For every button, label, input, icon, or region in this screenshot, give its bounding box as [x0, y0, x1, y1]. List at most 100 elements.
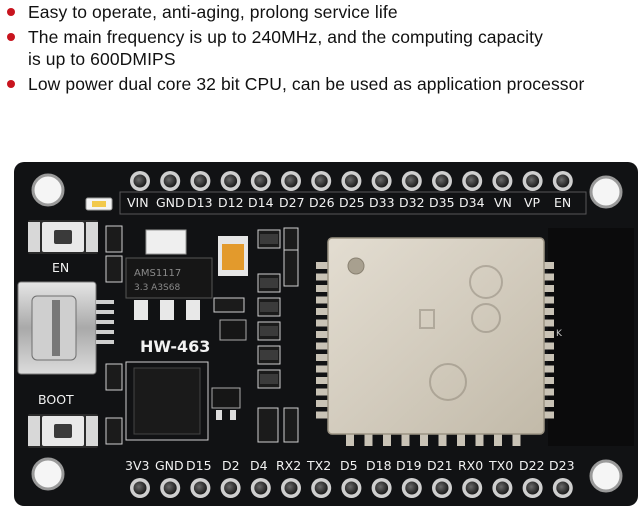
smd-resistor — [213, 297, 245, 313]
module-pad — [316, 342, 328, 350]
pin-label-d12: D12 — [218, 195, 244, 210]
pin-label-3v3: 3V3 — [125, 458, 149, 473]
smd-resistor — [257, 369, 281, 389]
header-pin — [552, 171, 573, 191]
header-pin — [522, 478, 543, 498]
pin-label-d2: D2 — [222, 458, 240, 473]
module-pad — [316, 377, 328, 384]
module-pad — [316, 296, 328, 304]
smd-resistor-column — [213, 227, 299, 443]
antenna-area — [548, 228, 634, 446]
module-castellated-pads — [316, 262, 554, 446]
header-pin — [371, 478, 392, 498]
pin-label-d27: D27 — [279, 195, 305, 210]
pin-label-d18: D18 — [366, 458, 392, 473]
module-pad — [438, 434, 447, 446]
module-pad — [316, 365, 328, 373]
bullet-dot — [7, 33, 15, 41]
en-label: EN — [52, 260, 69, 275]
power-led-lens — [92, 201, 106, 207]
header-pin — [401, 478, 422, 498]
module-pad — [544, 411, 554, 419]
header-pin — [190, 171, 211, 191]
smd-capacitor — [283, 407, 299, 443]
module-pad — [544, 285, 554, 292]
pin-label-d35: D35 — [429, 195, 455, 210]
header-pin — [522, 171, 543, 191]
module-pad — [401, 434, 410, 446]
module-pad — [316, 388, 328, 396]
header-pin — [432, 171, 452, 191]
feature-3: Low power dual core 32 bit CPU, can be u… — [28, 74, 585, 94]
header-pin — [220, 171, 241, 191]
header-pin — [341, 478, 362, 498]
header-pin — [190, 478, 211, 498]
header-pin — [311, 478, 332, 498]
header-pin — [552, 478, 573, 498]
module-pad — [383, 434, 391, 446]
pin-label-d21: D21 — [427, 458, 453, 473]
pin-label-en-top: EN — [554, 195, 571, 210]
module-pad — [316, 308, 328, 315]
module-pad — [420, 434, 428, 446]
smd-resistor — [257, 229, 281, 249]
pin-label-gnd-bottom: GND — [155, 458, 184, 473]
pin-label-tx0: TX0 — [488, 458, 513, 473]
pin-label-d4: D4 — [250, 458, 268, 473]
header-pin — [401, 171, 422, 191]
en-button — [28, 220, 98, 254]
header-pin — [341, 171, 362, 191]
module-pad — [544, 262, 554, 269]
pin-label-d32: D32 — [399, 195, 425, 210]
module-pad — [544, 296, 554, 304]
module-pad — [494, 434, 502, 446]
pin-label-vin: VIN — [127, 195, 149, 210]
voltage-regulator: AMS1117 3.3 A3S68 — [125, 229, 213, 320]
header-pin — [281, 478, 301, 498]
pin-label-d33: D33 — [369, 195, 395, 210]
smd-capacitor — [257, 407, 279, 443]
header-pin — [311, 171, 332, 191]
tantalum-capacitor — [218, 236, 248, 276]
header-pin — [492, 478, 513, 498]
module-pad — [544, 377, 554, 384]
header-pin — [492, 171, 513, 191]
shield-etched-logos — [419, 265, 503, 401]
feature-2: The main frequency is up to 240MHz, and … — [28, 27, 543, 47]
pin-label-d26: D26 — [309, 195, 335, 210]
header-pin — [160, 478, 181, 498]
transistors — [211, 319, 247, 420]
module-pad — [316, 411, 328, 419]
pin-label-d13: D13 — [187, 195, 213, 210]
header-pin — [220, 478, 241, 498]
pin-label-d34: D34 — [459, 195, 485, 210]
pin-label-d14: D14 — [248, 195, 274, 210]
module-pad — [316, 319, 328, 327]
module-pad — [544, 400, 554, 407]
header-pin — [130, 478, 150, 498]
silk-outline-top — [119, 191, 587, 215]
bottom-pin-labels: 3V3 GND D15 D2 D4 RX2 TX2 D5 D18 D19 D21… — [125, 458, 575, 473]
module-pad — [544, 354, 554, 361]
smd-resistor — [257, 273, 281, 293]
header-pin — [462, 171, 483, 191]
pin-label-gnd-top: GND — [156, 195, 185, 210]
bullet-dot — [7, 8, 15, 16]
antenna-mark: K — [556, 329, 563, 339]
module-pad — [457, 434, 465, 446]
pin-label-d19: D19 — [396, 458, 422, 473]
usb-uart-chip — [125, 361, 209, 441]
pin-label-d15: D15 — [186, 458, 212, 473]
header-pin — [130, 171, 150, 191]
esp32-shield — [327, 237, 545, 435]
module-pad — [316, 285, 328, 292]
pin-label-d23: D23 — [549, 458, 575, 473]
micro-usb-port — [17, 281, 114, 375]
feature-2-continued: is up to 600DMIPS — [28, 49, 176, 69]
module-pad — [544, 331, 554, 338]
smd-resistor — [257, 345, 281, 365]
module-pad — [544, 342, 554, 350]
top-header-pins — [130, 171, 573, 191]
header-pin — [160, 171, 181, 191]
module-pad — [346, 434, 354, 446]
